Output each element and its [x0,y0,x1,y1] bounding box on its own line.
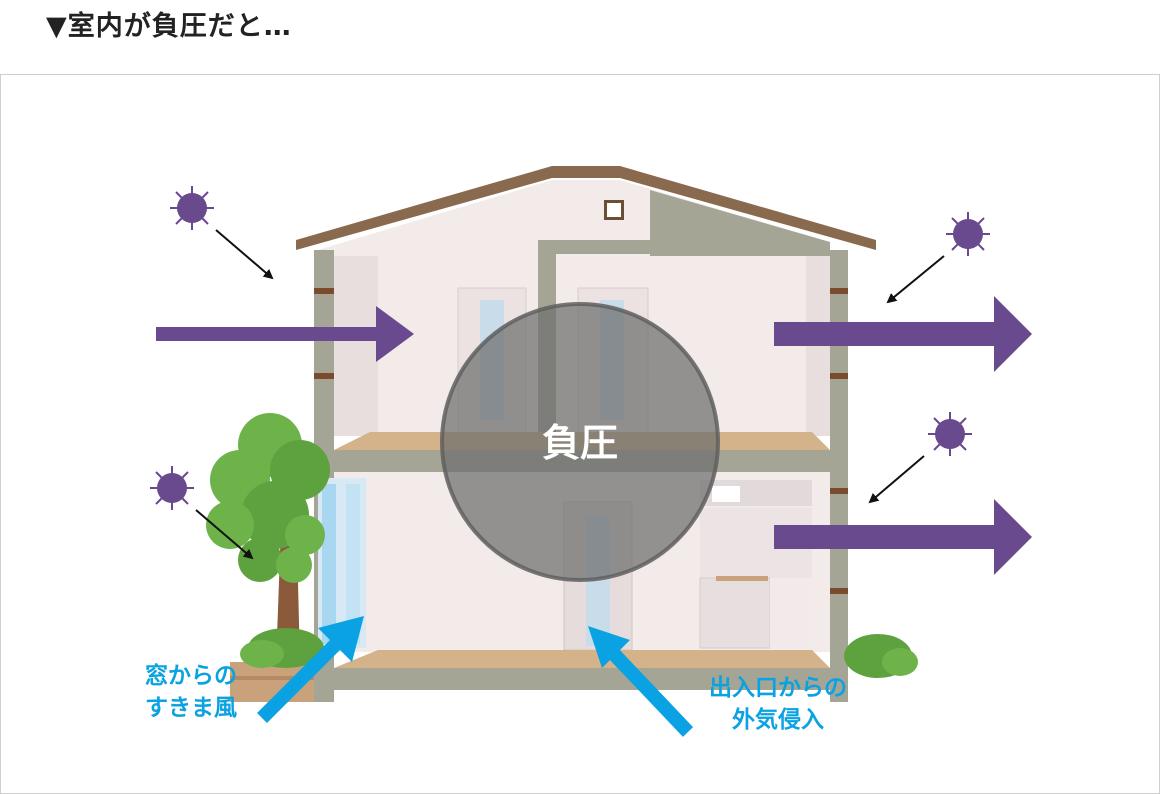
door-inflow-label-line2: 外気侵入 [732,707,824,733]
virus-icon [150,466,194,510]
pointer-arrow [215,229,274,280]
shrub-icon [240,628,918,678]
negative-pressure-label: 負圧 [541,421,618,465]
airflow-out-arrow-lower [774,499,1032,575]
door-inflow-label: 出入口からの 外気侵入 [680,672,876,736]
airflow-in-arrow [156,306,414,362]
door-inflow-label-line1: 出入口からの [709,675,847,701]
window-draft-label: 窓からの すきま風 [116,660,266,724]
tree-icon [206,413,330,664]
virus-icon [170,186,214,230]
negative-pressure-circle [440,302,720,582]
window-draft-label-line2: すきま風 [145,695,237,721]
door-inflow-arrow [588,626,694,737]
pointer-arrow [195,509,254,560]
roof [296,166,876,250]
page-title: ▼室内が負圧だと… [46,11,292,42]
pointer-arrow [886,255,945,304]
window-draft-label-line1: 窓からの [145,663,237,689]
pointer-arrow [868,455,925,504]
airflow-out-arrow-upper [774,296,1032,372]
window-draft-arrow [257,616,364,723]
virus-icon [928,412,972,456]
virus-icon [946,212,990,256]
kitchen-icon [699,480,812,649]
